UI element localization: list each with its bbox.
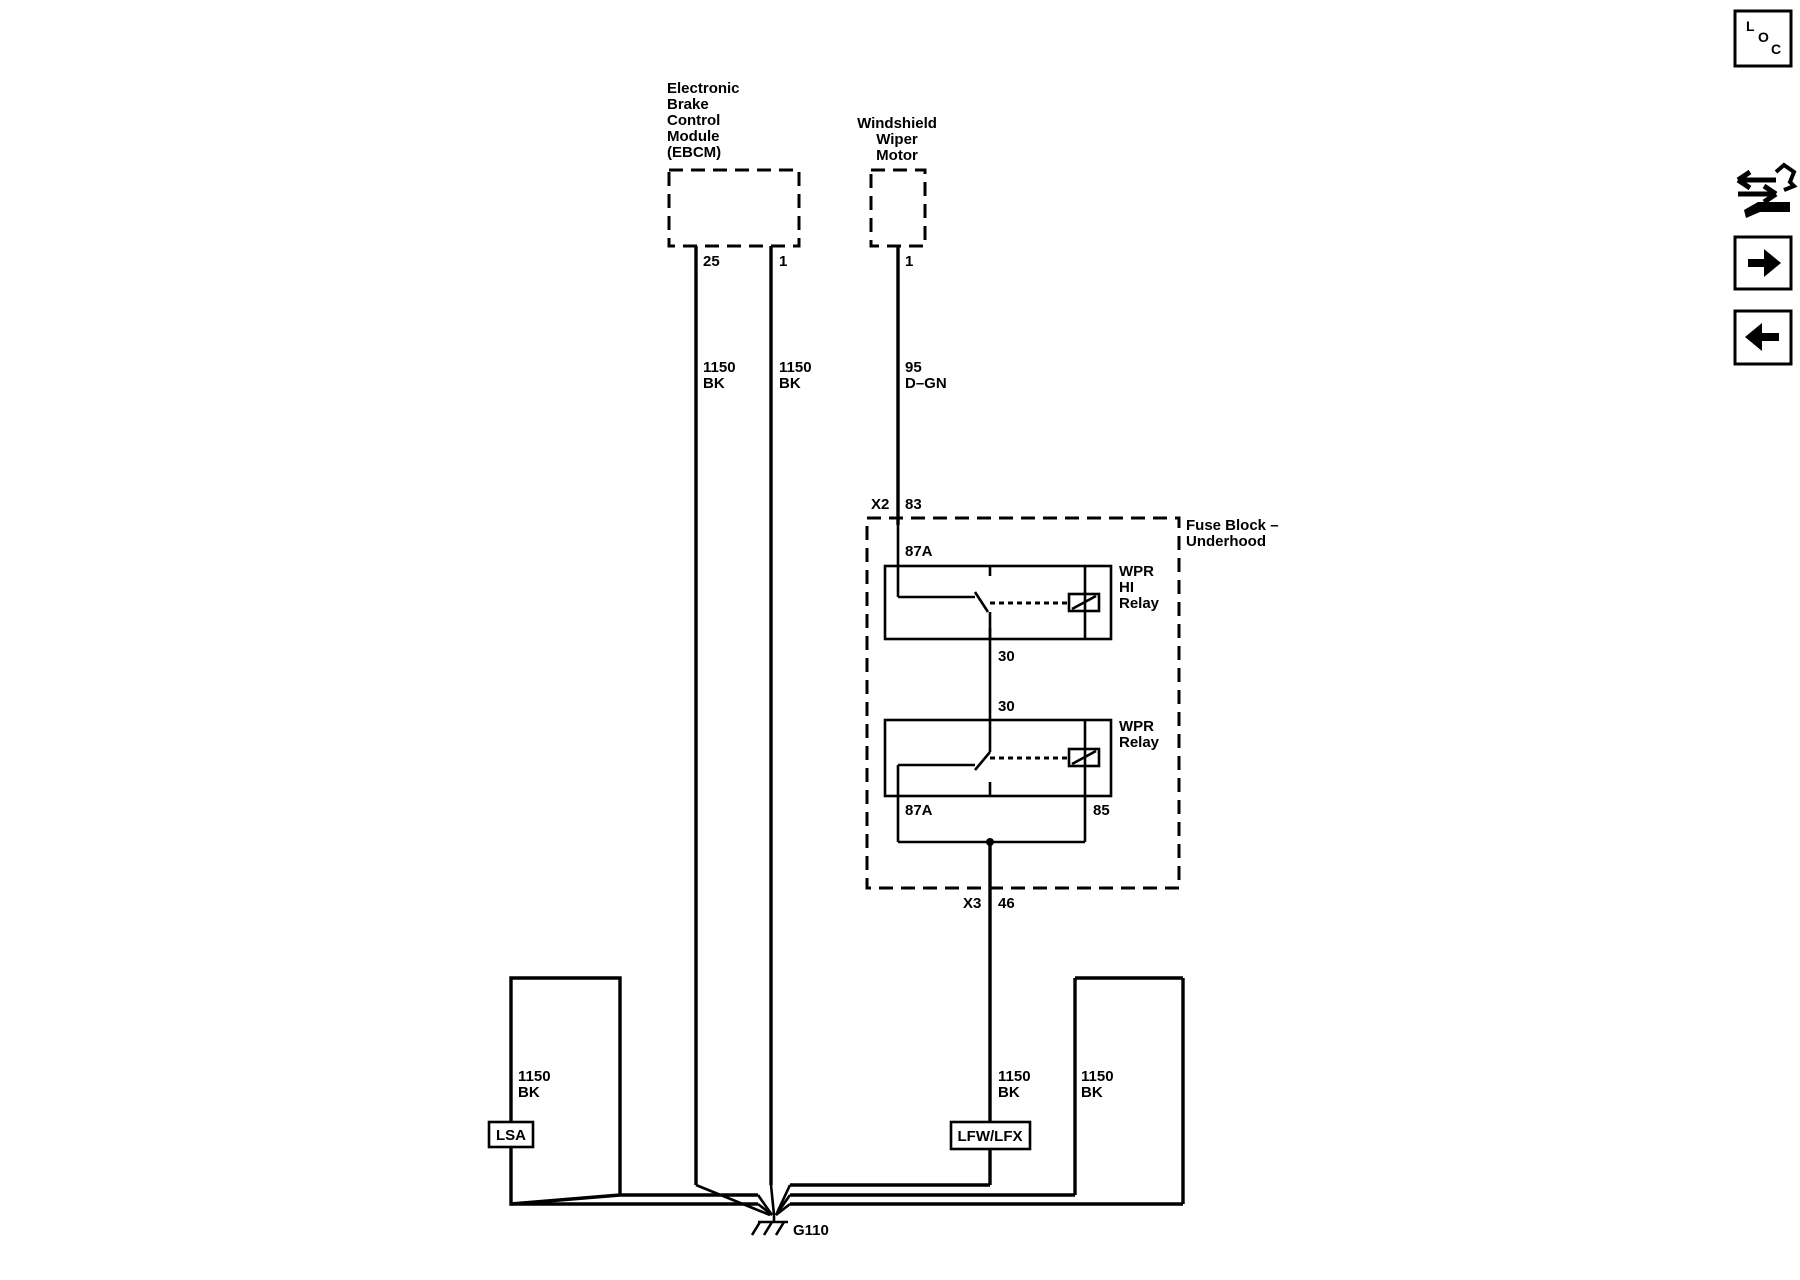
ebcm-label-line1: Electronic bbox=[667, 80, 740, 97]
wpr-hi-relay-box bbox=[883, 564, 1113, 641]
fuse-block-box bbox=[865, 516, 1181, 890]
hi-relay-pin-87a: 87A bbox=[905, 543, 933, 560]
ebcm-label-line4: Module bbox=[667, 128, 720, 145]
wpr-relay-label-line2: Relay bbox=[1119, 734, 1160, 751]
fuse-block-underhood: Fuse Block – Underhood X2 83 87A WPR HI … bbox=[865, 496, 1279, 912]
hi-relay-pin-30: 30 bbox=[998, 648, 1015, 665]
wire-right-circuit: 1150 bbox=[1081, 1068, 1114, 1085]
wire-ebcm25-color: BK bbox=[703, 375, 725, 392]
x2-connector-label: X2 bbox=[871, 496, 889, 513]
connector-view-button[interactable] bbox=[1736, 162, 1798, 218]
ground-hatch-2 bbox=[762, 1221, 774, 1236]
fuse-block-label-line2: Underhood bbox=[1186, 533, 1266, 550]
wpr-relay-pin-30: 30 bbox=[998, 698, 1015, 715]
wire-wiper-color: D–GN bbox=[905, 375, 947, 392]
fan-lsa-bottom bbox=[757, 1202, 773, 1217]
wiper-label-line3: Motor bbox=[876, 147, 918, 164]
wpr-relay-pin-85: 85 bbox=[1093, 802, 1110, 819]
wiper-motor-box bbox=[869, 168, 927, 248]
wire-wiper-circuit: 95 bbox=[905, 359, 922, 376]
option-lsa-label: LSA bbox=[496, 1127, 526, 1144]
wpr-relay-coil-icon bbox=[1067, 747, 1101, 768]
ebcm-component: Electronic Brake Control Module (EBCM) 2… bbox=[667, 80, 801, 270]
fan-ebcm25 bbox=[695, 1183, 771, 1217]
hi-relay-label-line1: WPR bbox=[1119, 563, 1154, 580]
wpr-hi-relay: WPR HI Relay bbox=[883, 525, 1160, 641]
ground-hatch-3 bbox=[774, 1221, 786, 1236]
fuse-block-label-line1: Fuse Block – bbox=[1186, 517, 1279, 534]
loc-letter-c: C bbox=[1771, 41, 1781, 57]
fan-right-bottom bbox=[775, 1202, 791, 1217]
loc-letter-l: L bbox=[1746, 18, 1755, 34]
wiper-label-line2: Wiper bbox=[876, 131, 918, 148]
next-page-button[interactable] bbox=[1733, 235, 1793, 291]
wpr-relay-label-line1: WPR bbox=[1119, 718, 1154, 735]
hi-relay-switch-arm bbox=[973, 591, 990, 613]
ground-g110: G110 bbox=[695, 1183, 829, 1239]
ebcm-label-line5: (EBCM) bbox=[667, 144, 721, 161]
wiper-motor-component: Windshield Wiper Motor 1 bbox=[857, 115, 937, 270]
hi-relay-coil-icon bbox=[1067, 592, 1101, 613]
wire-ebcm1-color: BK bbox=[779, 375, 801, 392]
wire-lsa-circuit: 1150 bbox=[518, 1068, 551, 1085]
wire-lfw-color: BK bbox=[998, 1084, 1020, 1101]
wire-lsa-loop bbox=[509, 976, 622, 1206]
x3-pin-46: 46 bbox=[998, 895, 1015, 912]
ebcm-box bbox=[667, 168, 801, 248]
previous-page-button[interactable] bbox=[1733, 309, 1793, 366]
ground-hatch-1 bbox=[750, 1221, 762, 1236]
wpr-relay: WPR Relay bbox=[883, 718, 1160, 842]
wpr-relay-coil-slash bbox=[1071, 749, 1097, 766]
loc-letter-o: O bbox=[1758, 29, 1769, 45]
option-lfw-lfx-box bbox=[949, 1120, 1032, 1151]
option-lsa-box bbox=[487, 1120, 535, 1149]
component-locator-button[interactable]: L O C bbox=[1733, 9, 1793, 68]
ebcm-pin-25: 25 bbox=[703, 253, 720, 270]
connector-wrench-icon bbox=[1736, 162, 1798, 218]
x2-pin-83: 83 bbox=[905, 496, 922, 513]
wiper-pin-1: 1 bbox=[905, 253, 913, 270]
component-locator-icon bbox=[1733, 9, 1793, 68]
ground-label: G110 bbox=[793, 1222, 829, 1239]
wiper-label-line1: Windshield bbox=[857, 115, 937, 132]
wpr-relay-switch-arm bbox=[974, 751, 991, 771]
hi-relay-coil-slash bbox=[1071, 594, 1097, 611]
wire-lfw-circuit: 1150 bbox=[998, 1068, 1031, 1085]
wpr-relay-box bbox=[883, 718, 1113, 798]
wire-ebcm1-circuit: 1150 bbox=[779, 359, 812, 376]
wire-ebcm25-circuit: 1150 bbox=[703, 359, 736, 376]
fan-ebcm1 bbox=[769, 1184, 776, 1216]
option-lfw-lfx-label: LFW/LFX bbox=[958, 1128, 1023, 1145]
wire-lsa-color: BK bbox=[518, 1084, 540, 1101]
ebcm-label-line2: Brake bbox=[667, 96, 709, 113]
ebcm-label-line3: Control bbox=[667, 112, 720, 129]
hi-relay-label-line2: HI bbox=[1119, 579, 1134, 596]
hi-relay-label-line3: Relay bbox=[1119, 595, 1160, 612]
wpr-relay-pin-87a: 87A bbox=[905, 802, 933, 819]
wire-right-color: BK bbox=[1081, 1084, 1103, 1101]
ebcm-pin-1: 1 bbox=[779, 253, 787, 270]
x3-connector-label: X3 bbox=[963, 895, 981, 912]
